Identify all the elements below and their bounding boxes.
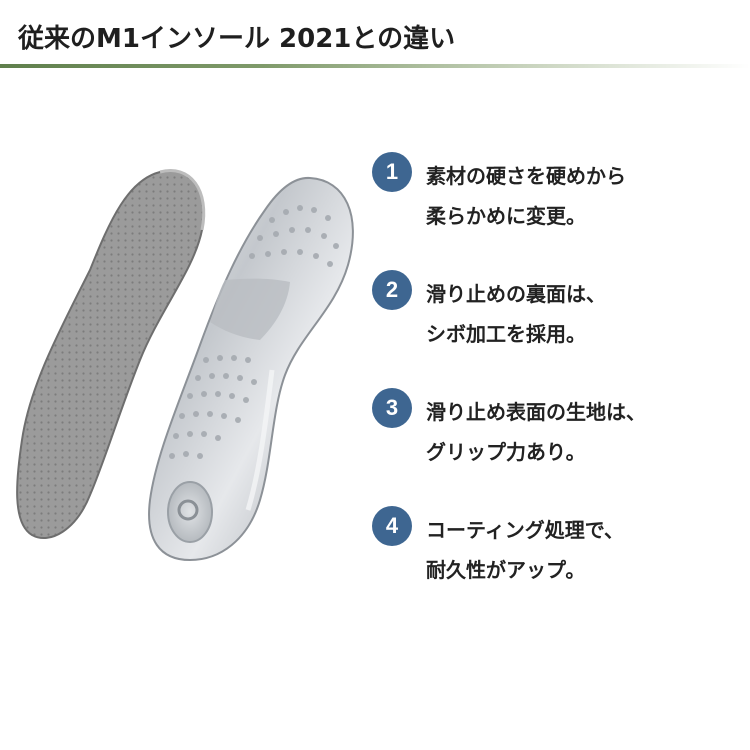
title-divider bbox=[0, 64, 750, 68]
number-badge: 1 bbox=[372, 152, 412, 192]
gray-insole-shape bbox=[16, 169, 205, 540]
insole-pair-icon bbox=[16, 169, 354, 562]
feature-item: 2 滑り止めの裏面は、 シボ加工を採用。 bbox=[372, 268, 742, 348]
silver-insole-shape bbox=[148, 176, 354, 562]
header: 従来のM1インソール 2021との違い bbox=[0, 0, 750, 70]
feature-line: 耐久性がアップ。 bbox=[426, 558, 586, 582]
feature-text: 素材の硬さを硬めから 柔らかめに変更。 bbox=[426, 156, 626, 236]
number-badge: 3 bbox=[372, 388, 412, 428]
feature-line: 滑り止め表面の生地は、 bbox=[426, 400, 646, 424]
feature-text: 滑り止め表面の生地は、 グリップ力あり。 bbox=[426, 392, 646, 472]
page-title: 従来のM1インソール 2021との違い bbox=[18, 24, 456, 54]
feature-text: 滑り止めの裏面は、 シボ加工を採用。 bbox=[426, 274, 606, 354]
number-badge: 2 bbox=[372, 270, 412, 310]
feature-item: 4 コーティング処理で、 耐久性がアップ。 bbox=[372, 504, 742, 584]
feature-text: コーティング処理で、 耐久性がアップ。 bbox=[426, 510, 624, 590]
feature-line: 滑り止めの裏面は、 bbox=[426, 282, 606, 306]
insole-image bbox=[10, 160, 370, 580]
feature-line: グリップ力あり。 bbox=[426, 440, 586, 464]
feature-line: コーティング処理で、 bbox=[426, 518, 624, 542]
feature-item: 3 滑り止め表面の生地は、 グリップ力あり。 bbox=[372, 386, 742, 466]
feature-line: 柔らかめに変更。 bbox=[426, 204, 586, 228]
feature-item: 1 素材の硬さを硬めから 柔らかめに変更。 bbox=[372, 150, 742, 230]
feature-line: 素材の硬さを硬めから bbox=[426, 164, 626, 188]
number-badge: 4 bbox=[372, 506, 412, 546]
feature-line: シボ加工を採用。 bbox=[426, 322, 586, 346]
